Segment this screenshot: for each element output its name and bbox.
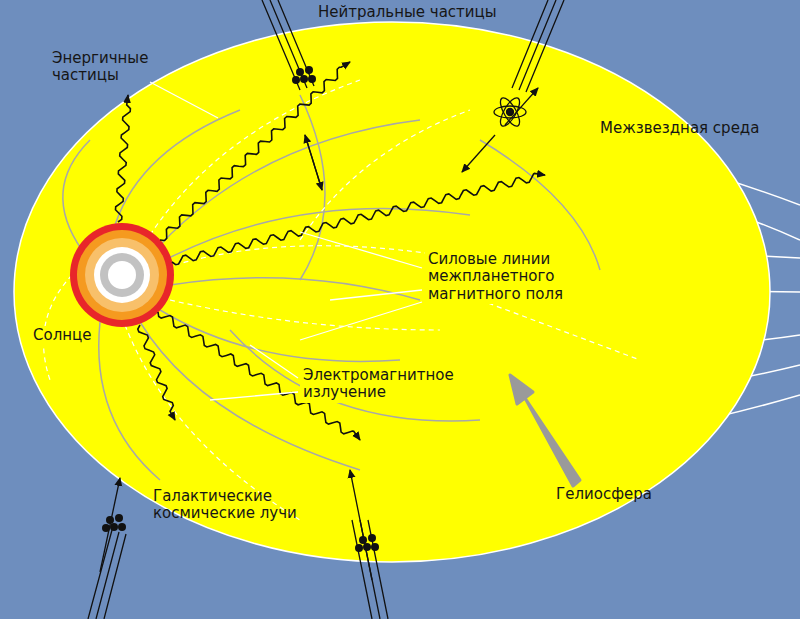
radiation-wave — [116, 95, 131, 222]
caption-label: Гелиосфера — [556, 486, 652, 503]
caption-label: Солнце — [30, 326, 94, 345]
heliosphere-pointer — [510, 375, 580, 486]
atom-icon — [494, 95, 526, 129]
caption-label: Нейтральные частицы — [318, 4, 497, 21]
magnetic-field-lines — [63, 95, 600, 480]
caption-label: Силовые линии межпланетного магнитного п… — [425, 250, 571, 304]
radiation-wave — [160, 62, 350, 241]
particle-clusters — [102, 66, 379, 552]
radiation-wave — [138, 325, 175, 420]
sun — [70, 223, 174, 327]
caption-label: Галактические космические лучи — [153, 488, 313, 523]
caption-label: Энергичные частицы — [52, 50, 162, 85]
field-lines-dashed — [44, 80, 640, 520]
leader-lines — [150, 82, 422, 400]
heliosphere — [14, 22, 770, 562]
caption-label: Электромагнитное излучение — [300, 366, 466, 403]
caption-label: Межзвездная среда — [600, 120, 759, 137]
particle-beams — [88, 0, 564, 619]
